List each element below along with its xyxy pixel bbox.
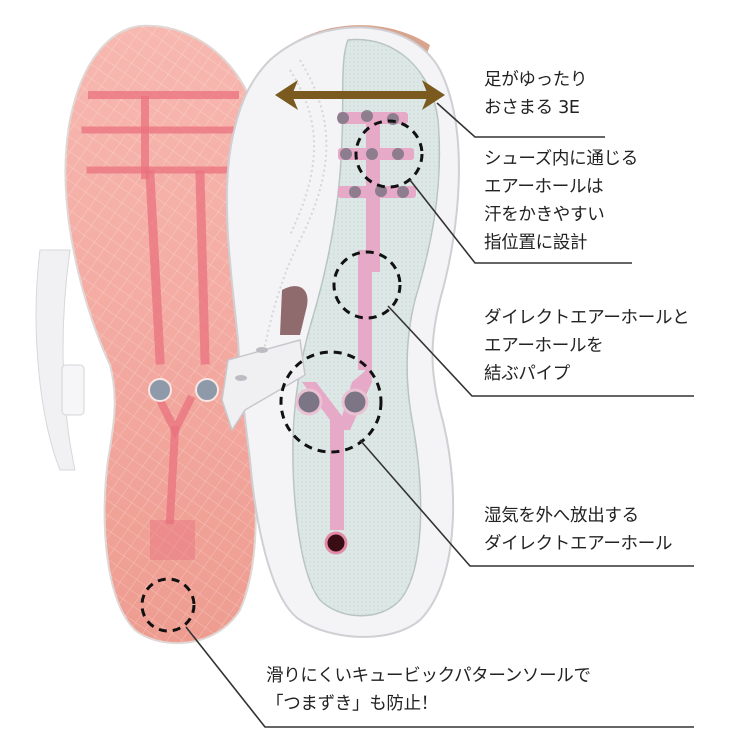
callout-line: 結ぶパイプ [484, 364, 570, 384]
shoe-top-view [221, 25, 460, 638]
sole-air-hole-icon [148, 378, 172, 402]
callout-line: 湿気を外へ放出する [484, 506, 639, 526]
outsole-shoe [35, 24, 267, 645]
arch-air-hole-icon [341, 388, 369, 416]
sole-air-hole-icon [195, 378, 219, 402]
callout-line: シューズ内に通じる [484, 149, 638, 169]
width-arrow-icon [275, 80, 445, 110]
highlight-arch-holes [279, 350, 383, 454]
callout-line: 足がゆったり [484, 70, 588, 90]
direct-air-hole-icon [324, 531, 348, 555]
highlight-toe-holes [354, 119, 424, 189]
buckle-strap [221, 339, 306, 432]
callout-line: ダイレクトエアーホールと [484, 308, 690, 328]
callout-line: 指位置に設計 [484, 233, 588, 253]
arch-air-hole-icon [295, 388, 323, 416]
callout-width-3e: 足がゆったり おさまる 3E [484, 66, 588, 122]
callout-connecting-pipe: ダイレクトエアーホールと エアーホールを 結ぶパイプ [484, 304, 690, 388]
callout-line: エアーホールは [484, 177, 604, 197]
highlight-sole-pattern [140, 577, 196, 633]
callout-direct-air-hole: 湿気を外へ放出する ダイレクトエアーホール [484, 502, 672, 558]
sole-channel-pattern [81, 91, 244, 560]
callout-line: エアーホールを [484, 336, 604, 356]
callout-line: 汗をかきやすい [484, 205, 605, 225]
strap-tab-left [61, 364, 85, 416]
callout-line: おさまる 3E [484, 98, 580, 118]
callout-line: 「つまずき」も防止！ [266, 694, 438, 714]
highlight-pipe [332, 250, 402, 320]
callout-cubic-pattern-sole: 滑りにくいキュービックパターンソールで 「つまずき」も防止！ [266, 662, 591, 718]
toe-air-holes [337, 110, 409, 198]
callout-toe-air-holes: シューズ内に通じる エアーホールは 汗をかきやすい 指位置に設計 [484, 145, 638, 257]
callout-line: 滑りにくいキュービックパターンソールで [266, 666, 591, 686]
leader-lines [185, 102, 694, 728]
callout-line: ダイレクトエアーホール [484, 534, 673, 554]
